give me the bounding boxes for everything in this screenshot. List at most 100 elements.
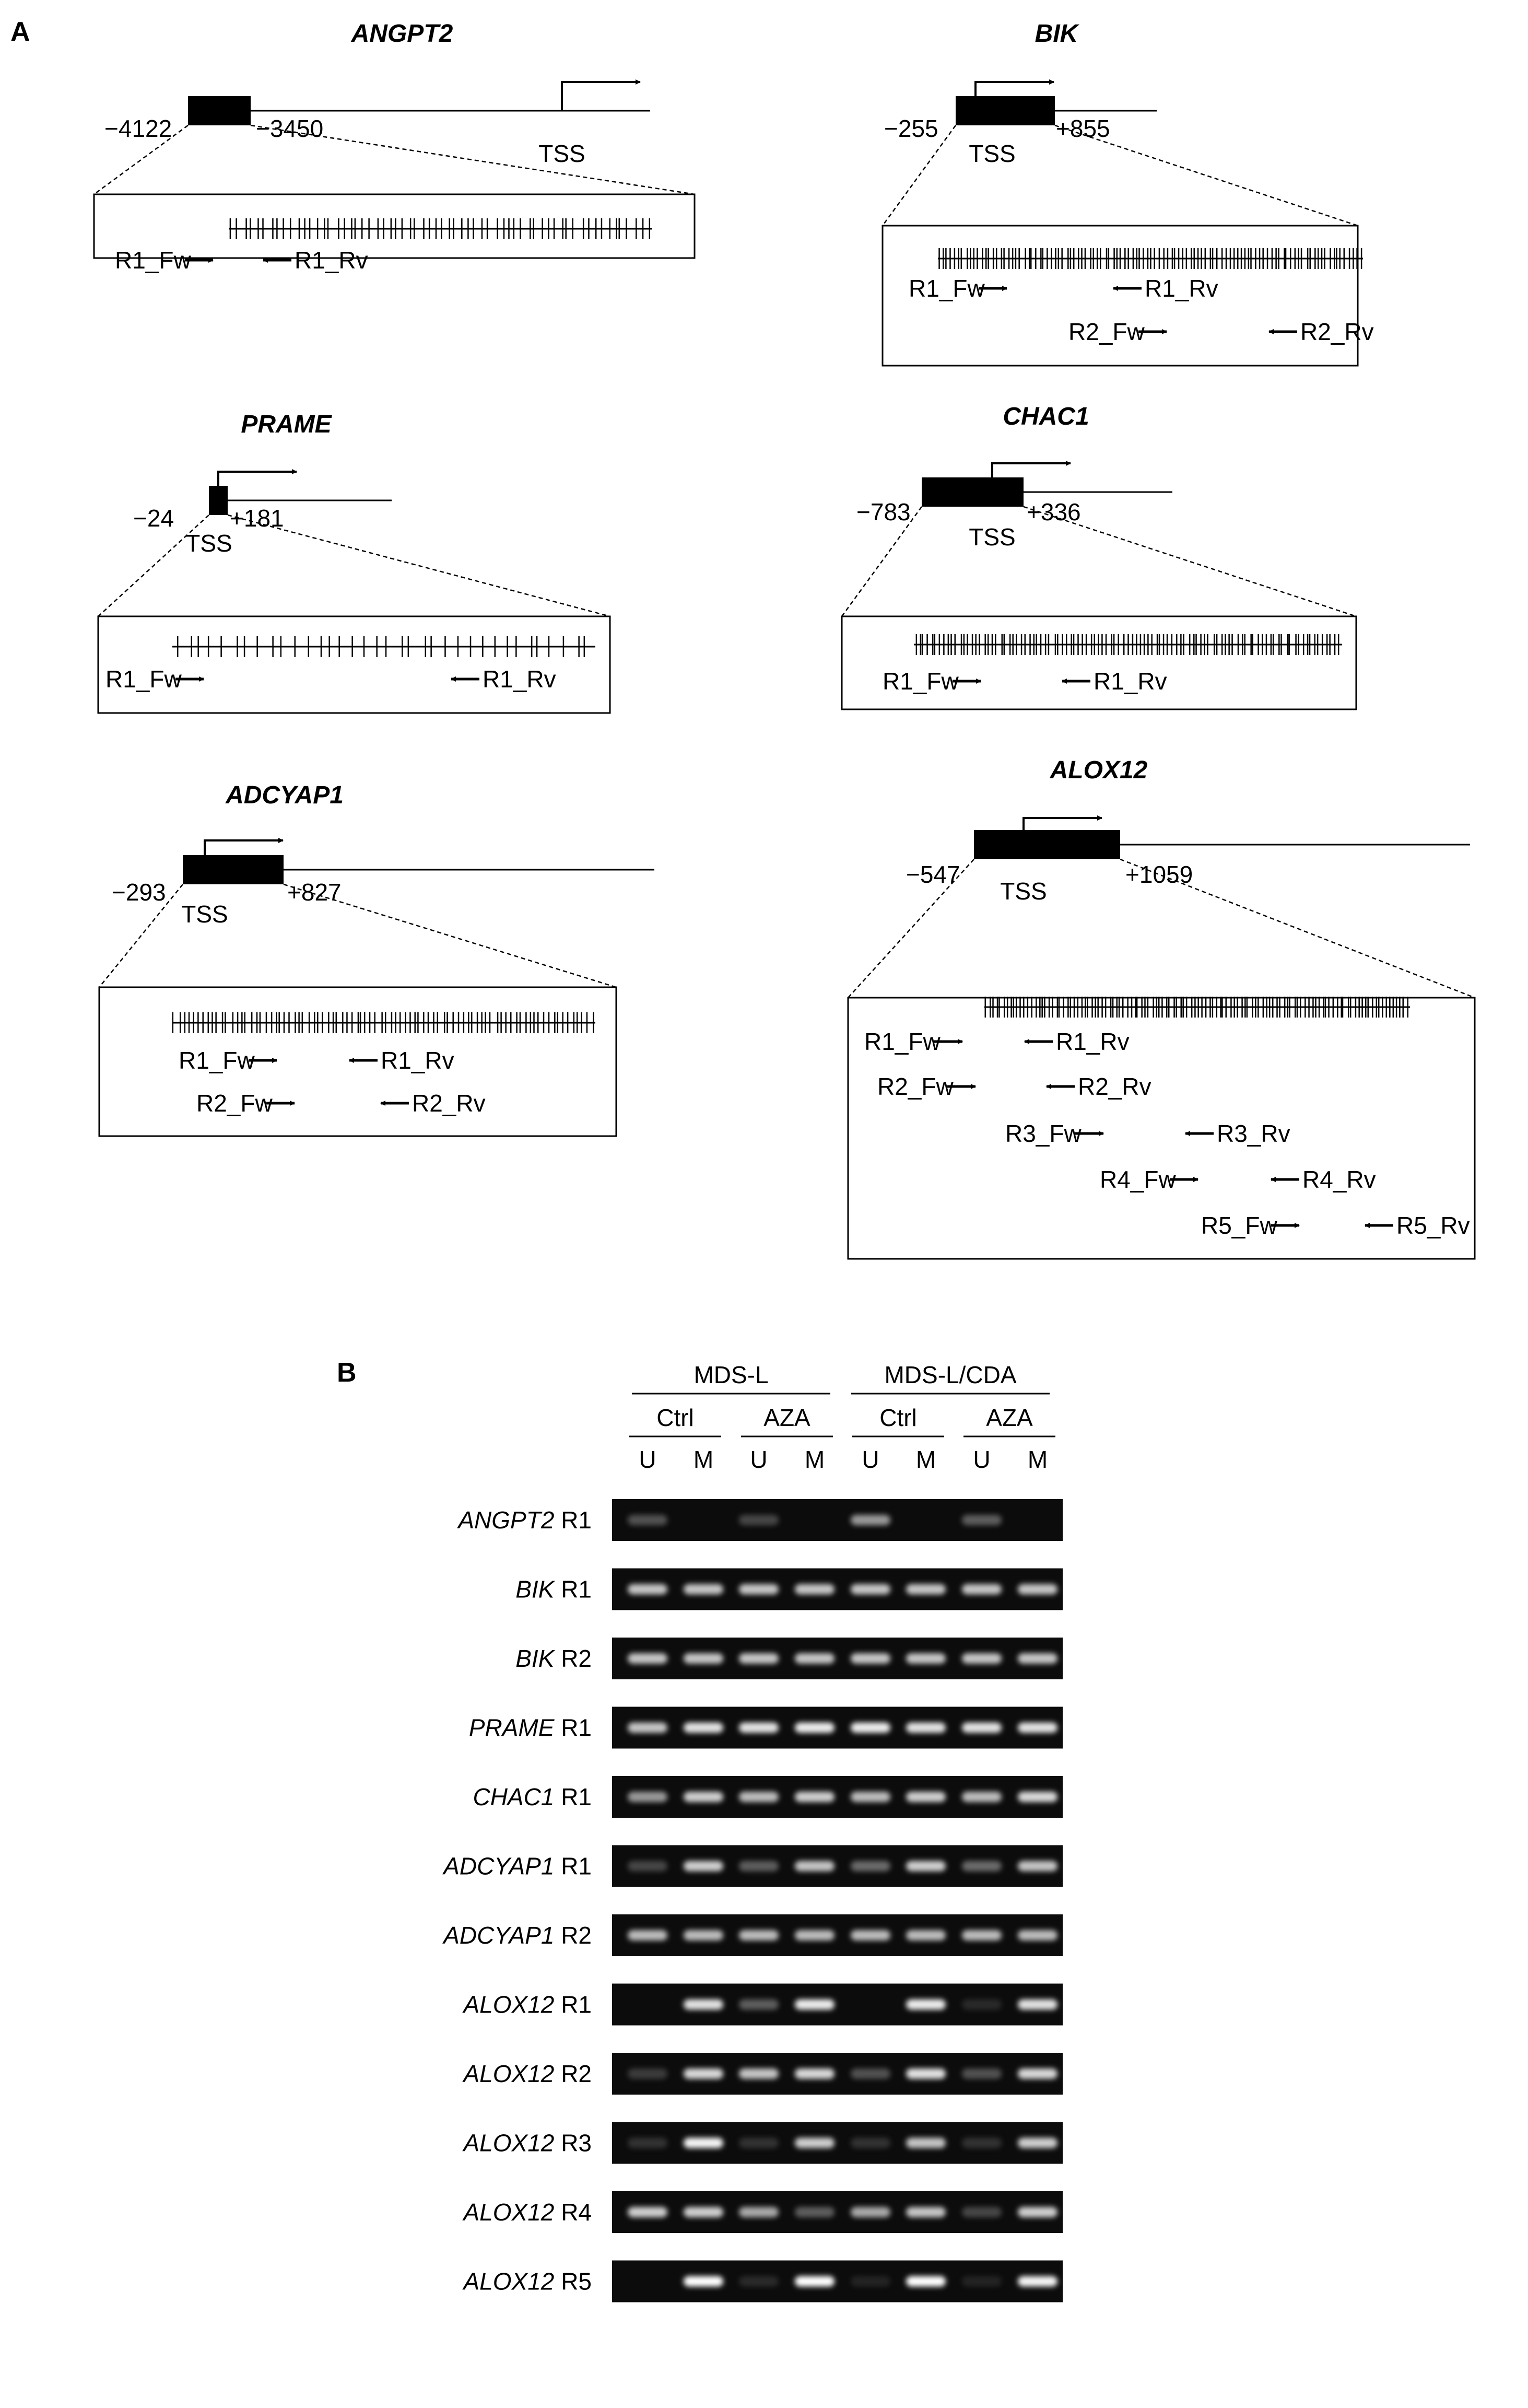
gel-band: [1018, 1653, 1057, 1664]
gel-band: [628, 2068, 667, 2079]
cpg-sites: [915, 634, 1339, 655]
gel-band: [739, 2068, 779, 2079]
primer-forward-label: R1_Fw: [883, 668, 959, 695]
gel-band: [739, 2276, 779, 2287]
region-name: R1: [561, 1576, 592, 1603]
cpg-sites: [938, 248, 1362, 269]
gel-band: [1018, 2276, 1057, 2287]
gene-name: ADCYAP1: [225, 781, 344, 809]
primer-forward-label: R5_Fw: [1201, 1212, 1277, 1239]
primer-forward-label: R1_Fw: [105, 665, 182, 693]
gel-band: [684, 1584, 723, 1595]
gel-row-label: PRAME R1: [469, 1714, 592, 1741]
primer-forward-label: R2_Fw: [877, 1073, 954, 1100]
tss-arrow-icon: [204, 838, 284, 870]
gel-band: [851, 1584, 890, 1595]
gel-row: ALOX12 R4: [462, 2191, 1063, 2233]
zoom-connector-left: [93, 124, 189, 195]
gel-band: [851, 2207, 890, 2217]
gel-row: BIK R1: [515, 1568, 1063, 1610]
gel-band: [962, 1653, 1002, 1664]
gel-band: [906, 2276, 946, 2287]
gel-band: [628, 1930, 667, 1941]
gel-band: [684, 1861, 723, 1872]
lane-label: M: [916, 1446, 936, 1473]
panel-a-label: A: [10, 17, 30, 47]
gene-name: ALOX12: [462, 2199, 555, 2226]
gel-band: [962, 2137, 1002, 2148]
primer-reverse-label: R4_Rv: [1302, 1166, 1376, 1193]
primer-reverse-label: R2_Rv: [1300, 318, 1374, 345]
lane-label: U: [639, 1446, 656, 1473]
gel-band: [851, 1861, 890, 1872]
gel-row: ANGPT2 R1: [456, 1499, 1063, 1541]
spacer: [554, 2130, 561, 2157]
zoom-connector-left: [848, 859, 974, 998]
primer-reverse-label: R3_Rv: [1217, 1120, 1290, 1147]
spacer: [554, 1506, 561, 1534]
gel-band: [962, 1722, 1002, 1733]
left-coordinate: −293: [112, 879, 166, 906]
region-name: R5: [561, 2268, 592, 2295]
gel-band: [684, 2068, 723, 2079]
zoom-connector-left: [881, 125, 957, 226]
spacer: [554, 1991, 561, 2018]
treatment-label: Ctrl: [656, 1404, 694, 1431]
right-coordinate: +181: [230, 505, 284, 532]
gel-band: [851, 2068, 890, 2079]
zoom-connector-right: [1054, 124, 1358, 227]
gel-row-label: ADCYAP1 R2: [442, 1922, 592, 1949]
gel-band: [851, 2276, 890, 2287]
gel-band: [851, 1792, 890, 1802]
amplicon-region-box: [974, 830, 1120, 859]
gene-name: PRAME: [241, 411, 332, 438]
gel-band: [1018, 1722, 1057, 1733]
region-name: R3: [561, 2130, 592, 2157]
gel-band: [628, 1653, 667, 1664]
gene-name: BIK: [1035, 20, 1080, 48]
gel-row: ADCYAP1 R2: [442, 1914, 1063, 1956]
primer-reverse-label: R1_Rv: [483, 665, 556, 693]
spacer: [554, 1714, 561, 1741]
gel-band: [906, 2137, 946, 2148]
gel-band: [906, 1584, 946, 1595]
spacer: [554, 1783, 561, 1810]
gel-band: [1018, 1999, 1057, 2010]
primer-reverse-label: R2_Rv: [412, 1090, 486, 1117]
gel-band: [739, 1930, 779, 1941]
tss-label: TSS: [538, 140, 585, 167]
gel-band: [628, 2137, 667, 2148]
gel-band: [739, 2207, 779, 2217]
gel-band: [739, 1722, 779, 1733]
zoom-box: [93, 193, 696, 259]
gel-row: ALOX12 R2: [462, 2053, 1063, 2095]
zoom-box: [881, 225, 1359, 367]
gel-row: CHAC1 R1: [473, 1776, 1063, 1818]
zoom-connector-right: [250, 124, 695, 195]
zoom-box: [847, 997, 1476, 1260]
gene-name: CHAC1: [1003, 403, 1089, 430]
spacer: [554, 2199, 561, 2226]
primer-forward-label: R3_Fw: [1005, 1120, 1082, 1147]
right-coordinate: +336: [1027, 498, 1081, 525]
gel-band: [795, 2137, 834, 2148]
gene-name: BIK: [515, 1576, 555, 1603]
primer-reverse-label: R1_Rv: [1094, 668, 1167, 695]
zoom-connector-left: [841, 506, 923, 617]
tss-label: TSS: [185, 530, 232, 557]
gene-name: PRAME: [469, 1714, 555, 1741]
lane-label: M: [1028, 1446, 1048, 1473]
gel-band: [795, 2068, 834, 2079]
gel-row-label: ALOX12 R3: [462, 2130, 592, 2157]
gel-band: [684, 1999, 723, 2010]
primer-reverse-label: R1_Rv: [381, 1047, 454, 1074]
group-label: MDS-L: [694, 1361, 768, 1388]
gel-row: BIK R2: [515, 1638, 1063, 1679]
amplicon-region-box: [922, 477, 1024, 507]
region-name: R1: [561, 1506, 592, 1534]
gel-band: [628, 1515, 667, 1525]
